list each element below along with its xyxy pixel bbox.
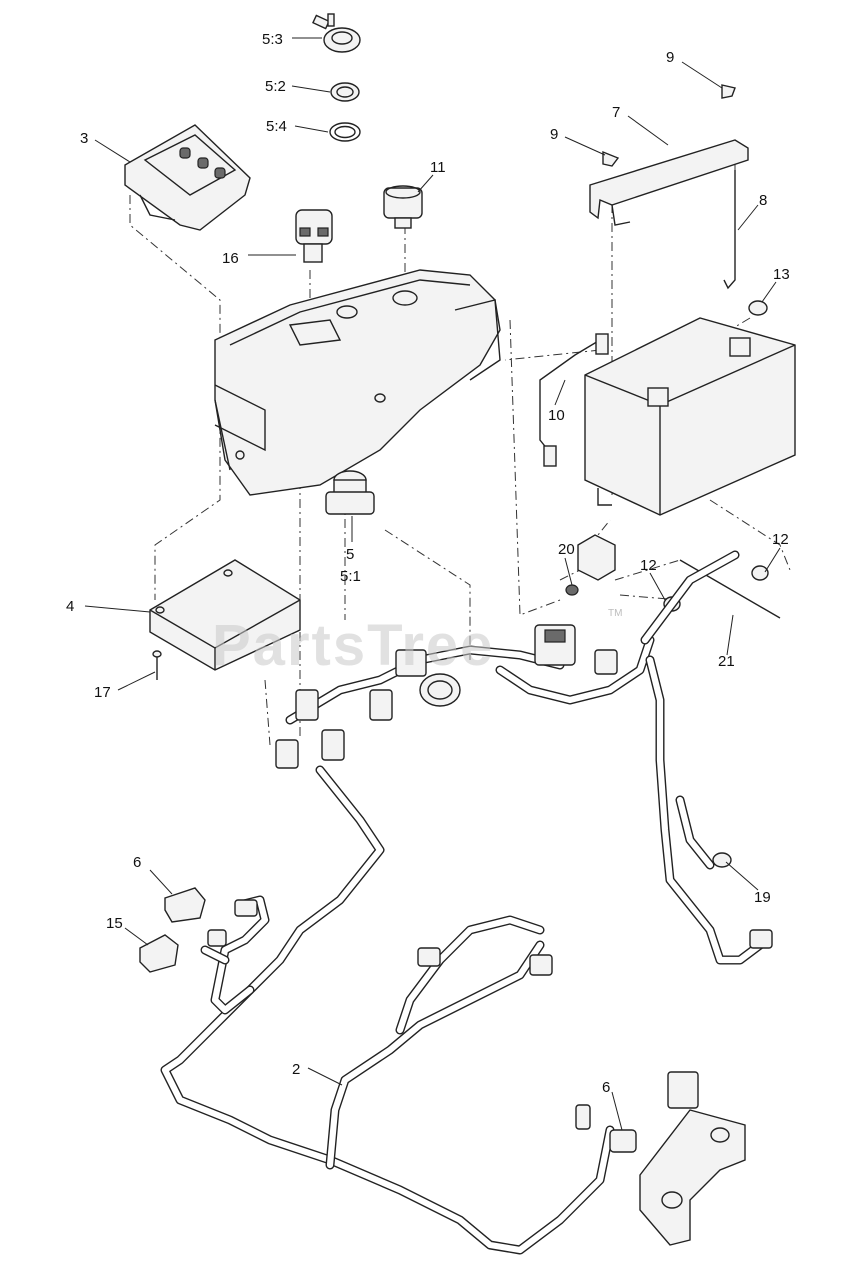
callout-15: 15 — [106, 915, 123, 932]
seat-switch — [164, 887, 258, 923]
callout-8: 8 — [759, 192, 767, 209]
callout-21: 21 — [718, 653, 735, 670]
callout-6-left: 6 — [133, 854, 141, 871]
wing-nut-top — [721, 84, 736, 99]
callout-5: 5 — [346, 546, 354, 563]
callout-12-left: 12 — [640, 557, 657, 574]
watermark-tm: TM — [608, 608, 622, 619]
watermark-text: PartsTree — [212, 613, 494, 678]
leader-lines — [84, 37, 781, 1131]
callout-labels: 5:3 5:2 5:4 3 9 9 7 8 11 16 13 10 5 5:1 … — [66, 31, 790, 1096]
callout-5-1: 5:1 — [340, 568, 361, 585]
callout-2: 2 — [292, 1061, 300, 1078]
key-assembly — [312, 13, 361, 53]
callout-19: 19 — [754, 889, 771, 906]
display-module — [124, 124, 251, 231]
callout-5-2: 5:2 — [265, 78, 286, 95]
callout-20: 20 — [558, 541, 575, 558]
connector-cluster — [275, 624, 773, 976]
callout-6-bottom: 6 — [602, 1079, 610, 1096]
relay-switch — [139, 929, 227, 973]
control-console — [214, 269, 501, 496]
callout-16: 16 — [222, 250, 239, 267]
hold-down-rod — [723, 170, 736, 290]
mounting-screw — [152, 650, 162, 680]
callout-5-4: 5:4 — [266, 118, 287, 135]
hold-down-bracket — [589, 139, 749, 226]
nut-ring — [330, 82, 360, 102]
main-harness — [160, 765, 615, 1255]
power-outlet — [383, 185, 423, 229]
callout-17: 17 — [94, 684, 111, 701]
callout-11: 11 — [430, 159, 446, 176]
relay — [565, 534, 616, 596]
jumper-wire — [539, 333, 609, 467]
brake-bracket — [639, 1071, 746, 1246]
washer-ring — [329, 122, 361, 142]
callout-4: 4 — [66, 598, 74, 615]
wing-nut-left — [602, 150, 620, 167]
callout-3: 3 — [80, 130, 88, 147]
rocker-switch — [295, 209, 333, 263]
callout-9-left: 9 — [550, 126, 558, 143]
interlock-switch — [575, 1104, 637, 1153]
callout-10: 10 — [548, 407, 565, 424]
battery — [584, 317, 796, 516]
controller-module — [149, 559, 301, 671]
callout-9-top: 9 — [666, 49, 674, 66]
callout-5-3: 5:3 — [262, 31, 283, 48]
hex-nut — [748, 300, 768, 316]
callout-12-right: 12 — [772, 531, 789, 548]
callout-7: 7 — [612, 104, 620, 121]
callout-13: 13 — [773, 266, 790, 283]
ignition-switch — [325, 470, 375, 515]
